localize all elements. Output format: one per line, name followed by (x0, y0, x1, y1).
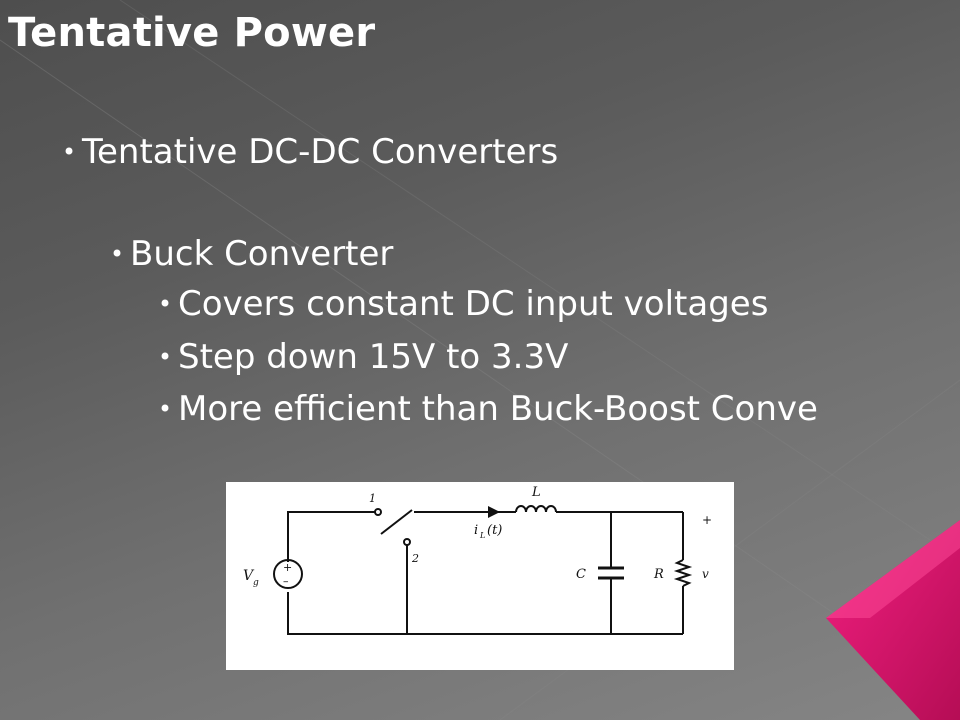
source-minus-label: – (283, 575, 289, 588)
bullet-dot: • (158, 394, 173, 423)
bullet-text: Step down 15V to 3.3V (178, 337, 569, 377)
bullet-item: •Buck Converter (110, 234, 393, 274)
switch-blade (380, 509, 413, 535)
bullet-dot: • (158, 289, 173, 318)
bullet-dot: • (110, 239, 125, 268)
source-subscript: g (253, 578, 259, 588)
current-arrow (488, 506, 500, 518)
current-subscript: L (479, 531, 485, 540)
inductor-label: L (531, 485, 541, 500)
bullet-text: Covers constant DC input voltages (178, 284, 769, 324)
current-argument: (t) (487, 523, 502, 538)
bullet-item: •More efficient than Buck-Boost Conve (158, 389, 818, 429)
circuit-diagram: 1 2 V g + – L i L (t) C R + v (243, 485, 712, 635)
bullet-dot: • (62, 137, 77, 166)
node-2-label: 2 (411, 552, 419, 565)
inductor (515, 505, 557, 513)
bullet-item: •Covers constant DC input voltages (158, 284, 768, 324)
wire-left-bottom (287, 592, 683, 635)
slide-title: Tentative Power (8, 10, 376, 56)
source-plus-label: + (283, 561, 292, 574)
output-voltage-label: v (702, 567, 709, 581)
capacitor-label: C (576, 567, 586, 582)
resistor-label: R (653, 567, 664, 582)
wire-left-top (287, 511, 376, 562)
node-1-label: 1 (369, 492, 376, 505)
voltage-source (273, 559, 303, 589)
resistor (673, 559, 693, 587)
switch-contact-2 (403, 538, 411, 546)
current-label: i (474, 523, 478, 538)
switch-contact-1 (374, 508, 382, 516)
source-label: V (243, 568, 255, 584)
bullet-text: Buck Converter (130, 234, 394, 274)
bullet-item: •Tentative DC-DC Converters (62, 132, 558, 172)
output-plus-label: + (702, 513, 712, 527)
bullet-dot: • (158, 342, 173, 371)
bullet-text: Tentative DC-DC Converters (82, 132, 559, 172)
bullet-text: More efficient than Buck-Boost Conve (178, 389, 818, 429)
bullet-item: •Step down 15V to 3.3V (158, 337, 568, 377)
buck-converter-circuit-figure: 1 2 V g + – L i L (t) C R + v (226, 482, 734, 670)
